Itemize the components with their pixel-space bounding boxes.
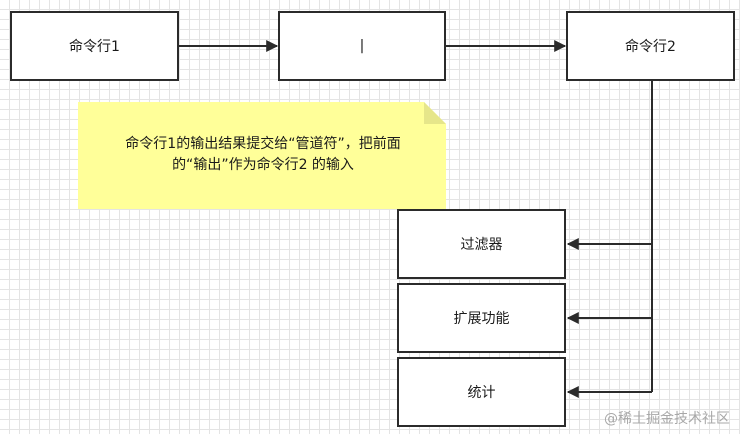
pipe-symbol-label: | (359, 38, 365, 54)
sticky-note (78, 102, 446, 209)
note-line-2: 的“输出”作为命令行2 的输入 (172, 157, 354, 173)
sticky-note-fold (424, 102, 446, 124)
command-line-1-box: 命令行1 (10, 11, 179, 81)
extend-feature-box: 扩展功能 (397, 283, 566, 353)
statistics-label: 统计 (467, 385, 496, 401)
filter-label: 过滤器 (460, 237, 503, 253)
statistics-box: 统计 (397, 357, 566, 427)
command-line-2-label: 命令行2 (625, 39, 676, 55)
command-line-2-box: 命令行2 (566, 11, 735, 81)
extend-feature-label: 扩展功能 (453, 311, 510, 327)
pipe-box: | (278, 11, 446, 81)
note-text: 命令行1的输出结果提交给“管道符”，把前面 的“输出”作为命令行2 的输入 (84, 134, 442, 176)
note-line-1: 命令行1的输出结果提交给“管道符”，把前面 (125, 136, 401, 152)
filter-box: 过滤器 (397, 209, 566, 279)
watermark: @稀土掘金技术社区 (604, 411, 730, 427)
command-line-1-label: 命令行1 (69, 39, 120, 55)
